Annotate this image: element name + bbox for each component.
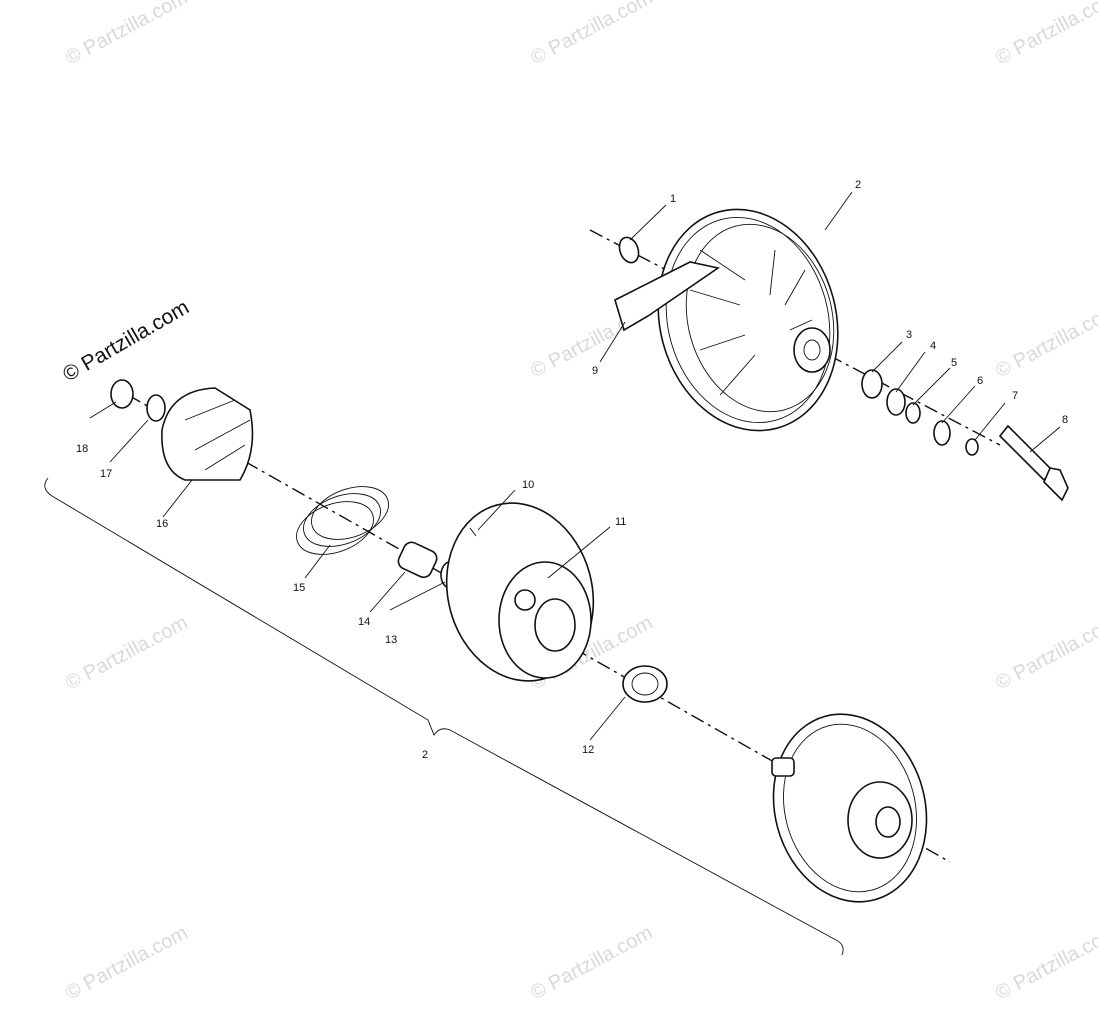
washer-4	[886, 388, 906, 416]
callout-4: 4	[930, 340, 936, 352]
washer-6	[933, 420, 951, 446]
callout-18: 18	[76, 443, 88, 455]
watermark: © Partzilla.com	[62, 922, 191, 1005]
spring-15	[296, 486, 389, 555]
callout-14: 14	[358, 616, 370, 628]
bushing-14	[397, 541, 438, 579]
callout-10: 10	[522, 479, 534, 491]
callouts: 1 2 3 4 5 6 7 8 9 10 11 12 13 14 15 16 1…	[76, 179, 1068, 761]
callout-15: 15	[293, 582, 305, 594]
callout-17: 17	[100, 468, 112, 480]
callout-2-assembly: 2	[422, 749, 428, 761]
nut-7	[965, 438, 979, 456]
callout-1: 1	[670, 193, 676, 205]
moveable-sheave	[445, 502, 595, 682]
watermark: © Partzilla.com	[527, 0, 656, 69]
callout-13: 13	[385, 634, 397, 646]
upper-sheave	[657, 208, 839, 432]
fixed-sheave	[771, 713, 928, 903]
callout-3: 3	[906, 329, 912, 341]
washer-5	[905, 402, 921, 424]
watermark: © Partzilla.com	[992, 300, 1098, 383]
watermark: © Partzilla.com	[527, 922, 656, 1005]
watermark: © Partzilla.com	[62, 612, 191, 695]
washer-3	[861, 369, 883, 399]
callout-7: 7	[1012, 390, 1018, 402]
upper-shaft-line	[589, 229, 1001, 446]
callout-11: 11	[615, 516, 626, 528]
cam-16	[161, 387, 254, 481]
callout-8: 8	[1062, 414, 1068, 426]
callout-9: 9	[592, 365, 598, 377]
callout-16: 16	[156, 518, 168, 530]
watermark: © Partzilla.com	[992, 0, 1098, 69]
watermark: © Partzilla.com	[62, 0, 191, 69]
assembly-bracket	[44, 477, 844, 956]
watermark: © Partzilla.com	[992, 922, 1098, 1005]
callout-12: 12	[582, 744, 594, 756]
watermarks: © Partzilla.com © Partzilla.com © Partzi…	[62, 0, 1098, 1004]
snap-ring-18	[110, 379, 134, 409]
bearing-12	[622, 665, 668, 703]
leader-lines	[89, 191, 1061, 741]
callout-6: 6	[977, 375, 983, 387]
callout-2: 2	[855, 179, 861, 191]
watermark: © Partzilla.com	[992, 612, 1098, 695]
callout-5: 5	[951, 357, 957, 369]
partzilla-credit: © Partzilla.com	[59, 296, 193, 387]
washer-1	[618, 236, 640, 264]
ring-17	[146, 394, 166, 422]
bolt-8	[998, 424, 1069, 502]
